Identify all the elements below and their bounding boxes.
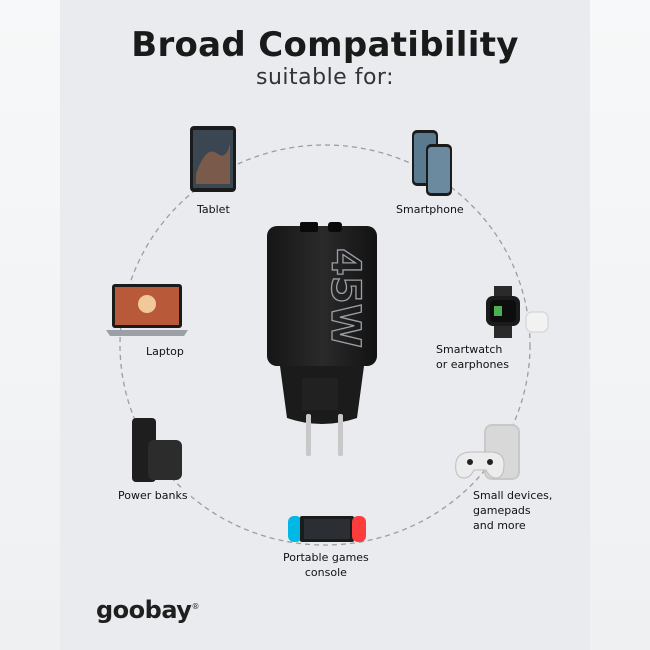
smartwatch-label: Smartwatch or earphones <box>433 342 512 372</box>
small-devices-label-line2: gamepads <box>473 504 531 517</box>
laptop-icon <box>106 284 188 336</box>
small-devices-label-line3: and more <box>473 519 526 532</box>
laptop-label: Laptop <box>143 344 187 359</box>
console-label-line2: console <box>304 566 347 579</box>
small-devices-label-line1: Small devices, <box>473 489 553 502</box>
smartphone-icon <box>412 130 452 196</box>
console-label-line1: Portable games <box>283 551 369 564</box>
smartwatch-label-line1: Smartwatch <box>436 343 503 356</box>
powerbank-icon <box>132 418 182 482</box>
page-title: Broad Compatibility <box>131 25 519 65</box>
page-subtitle: suitable for: <box>255 65 394 90</box>
powerbank-label: Power banks <box>115 488 191 503</box>
smartwatch-icon <box>486 286 549 338</box>
smartphone-label: Smartphone <box>393 202 467 217</box>
small-devices-label: Small devices, gamepads and more <box>470 488 556 533</box>
tablet-icon <box>190 126 236 192</box>
console-label: Portable games console <box>280 550 372 580</box>
speaker-gamepad-icon <box>455 424 520 480</box>
smartwatch-label-line2: or earphones <box>436 358 509 371</box>
charger-rating: 45W <box>322 248 368 348</box>
brand-logo: goobay® <box>96 596 199 624</box>
game-console-icon <box>288 516 366 542</box>
brand-mark: ® <box>191 602 199 611</box>
brand-name: goobay <box>96 596 192 624</box>
charger-image: 45W <box>267 222 377 456</box>
tablet-label: Tablet <box>194 202 233 217</box>
